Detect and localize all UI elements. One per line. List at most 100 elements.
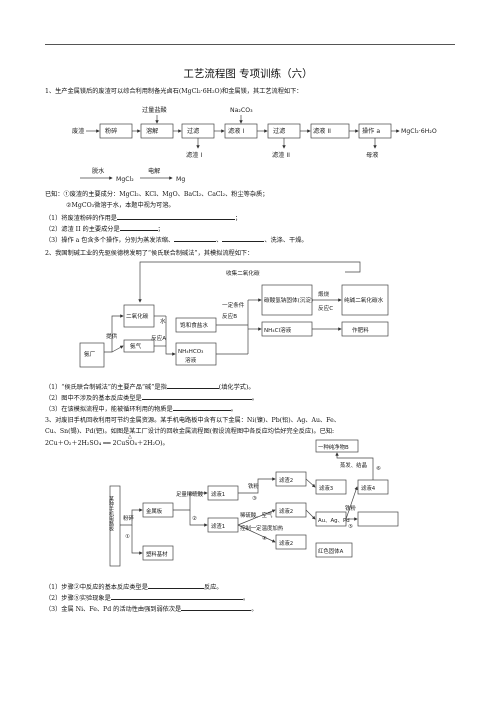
q1-flow-op-a: 操作 a: [362, 127, 380, 135]
q2-flow-co2: 二氧化碳: [126, 312, 149, 320]
q3-flow-filtrate4: 滤液4: [361, 484, 376, 492]
q3-flow-excess-acid: 足量稀硫酸: [176, 490, 204, 498]
q3-flow-evap: 蒸发、结晶: [340, 461, 367, 469]
q2-flow-water: 水: [160, 317, 166, 325]
q1-flow-filter2: 过滤: [273, 127, 285, 135]
q3-sub3-text: （3）金属 Ni、Fe、Pd 的活动性由强到弱依次是: [45, 606, 182, 613]
q3-flow-filtrate1: 滤液1: [211, 490, 225, 498]
q2-sub1: （1）“侯氏联合制碱法”的主要产品“碱”是指(填化学式)。: [45, 382, 255, 392]
q2-flow-reaction-c: 反应C: [318, 304, 333, 312]
q3-flow-crush: 粉碎: [123, 514, 134, 522]
q2-flow-reaction-a: 反应A: [151, 334, 166, 342]
q3-flow-s1: ①: [125, 534, 130, 540]
q2-sub3-blank[interactable]: [172, 404, 231, 411]
q2-flow-nh4hco3: NH₄HCO₃: [178, 349, 203, 355]
q1-sub3: （3）操作 a 包含多个操作，分别为蒸发浓缩、 、 、洗涤、干燥。: [45, 235, 308, 245]
q3-flow-iron2: 铁粉: [345, 504, 356, 512]
q3-flow-red-solid: 红色固体A: [318, 547, 344, 555]
q2-flow-nh3: 氨气: [130, 342, 142, 350]
q3-sub3: （3）金属 Ni、Fe、Pd 的活动性由强到弱依次是。: [45, 604, 258, 613]
q3-flow-residue2: 滤渣2: [279, 476, 293, 484]
q1-sub3-blank2[interactable]: [222, 235, 265, 242]
q3-flow-s3: ③: [252, 496, 257, 502]
q3-sub1-text-b: 反应。: [203, 584, 223, 591]
page-title: 工艺流程图 专项训练（六）: [183, 68, 313, 80]
q3-flow-metal-powder: 金属板: [146, 507, 163, 515]
q1-flow-dissolve: 溶解: [146, 127, 158, 135]
q2-flow-reaction-b: 反应B: [222, 312, 237, 320]
q3-stem2: Cu、Sn(锡)、Pd(钯)。如图是某工厂设计的回收金属流程图(假设流程图中各反…: [45, 428, 335, 435]
q3-flow-s2: ②: [192, 515, 197, 522]
q1-known2: ②MgCO₃微溶于水，本题中视为可溶。: [66, 202, 175, 209]
q2-flow-ammonia-plant: 氨厂: [84, 350, 96, 358]
q1-sub1-blank[interactable]: [117, 213, 235, 220]
q1-sub3-text-b: 、: [216, 237, 223, 244]
q2-flow-recycle: 收集二氧化碳: [226, 269, 260, 277]
q2-flow-calcine: 煅烧: [318, 290, 330, 298]
q2-sub1-blank[interactable]: [166, 382, 219, 389]
q3-flow-au-ag-pd: Au、Ag、Pd: [318, 518, 350, 524]
q1-sub1-text: （1）将废渣粉碎的作用是: [45, 215, 117, 222]
q3-flow-iron: 铁粉: [248, 482, 259, 490]
q2-sub2-blank[interactable]: [141, 393, 252, 400]
q1-flow-dehydrate: 脱水: [92, 167, 105, 175]
q2-flow-nahco3: 碳酸氢钠固体(沉淀): [264, 296, 313, 304]
q2-sub3-text: （3）在该模拟流程中，能被循环利用的物质是: [45, 406, 173, 413]
q1-flow-product: MgCl₂·6H₂O: [401, 128, 437, 135]
q3-sub2-text: （2）步骤⑤实验现象是: [45, 595, 111, 602]
q1-flow-mother: 母液: [366, 151, 378, 159]
q3-flow-residue1: 滤渣1: [211, 522, 225, 530]
q1-flow-filtrate2: 滤液 II: [313, 127, 331, 135]
q1-known1: 已知：①废渣的主要成分：MgCl₂、KCl、MgO、BaCl₂、CaCl₂、粉尘…: [45, 191, 269, 198]
header-rule: [45, 44, 455, 45]
q3-sub2-blank[interactable]: [110, 593, 243, 600]
q3-sub3-blank[interactable]: [181, 604, 252, 611]
q1-sub1: （1）将废渣粉碎的作用是；: [45, 213, 242, 222]
q2-sub2-text: （2）图中不涉及的基本反应类型是: [45, 395, 142, 402]
q1-sub3-text-c: 、洗涤、干燥。: [264, 237, 308, 244]
q3-flow-control: 控制一定温度加热: [240, 524, 284, 532]
q3-flow-s4: ④: [262, 536, 267, 542]
q1-flow-acid: 过量盐酸: [142, 106, 167, 114]
q1-flow-filtrate1: 滤液 I: [228, 127, 244, 135]
q3-flow-pure-b: 一种纯净物B: [318, 443, 349, 451]
q1-flow-electrolysis: 电解: [148, 167, 160, 175]
q3-flow-s6: ⑥: [376, 466, 381, 472]
q2-flow-solution: 溶液: [185, 356, 197, 364]
q2-flow-soda: 纯碱二氧化碳水: [344, 296, 384, 304]
q2-flow-provide: 提供: [106, 332, 118, 340]
q3-flow-plastic: 塑料基材: [146, 550, 168, 558]
q1-flow-residue2: 滤渣 II: [272, 151, 290, 159]
q1-stem: 1、生产金属镁后的废渣可以综合利用制备光卤石(MgCl₂·6H₂O)和金属镁，其…: [45, 88, 303, 95]
q1-flow-crush: 粉碎: [105, 127, 117, 135]
q3-flow-filtrate3: 滤液3: [319, 484, 333, 492]
q1-sub3-text-a: （3）操作 a 包含多个操作，分别为蒸发浓缩、: [45, 237, 175, 244]
q1-flow-filter1: 过滤: [187, 127, 199, 135]
q2-flow-brine: 饱和食盐水: [180, 321, 208, 329]
q3-flow-filtrate2: 滤液2: [279, 507, 293, 515]
q2-sub1-text-b: (填化学式)。: [218, 384, 255, 391]
q1-flow-waste: 废渣: [72, 127, 85, 135]
q1-sub2: （2）滤渣 II 的主要成分是；: [45, 224, 164, 233]
q2-stem: 2、我国制碱工业的先驱侯德榜发明了“侯氏联合制碱法”，其模拟流程如下：: [45, 250, 254, 257]
q1-sub3-blank1[interactable]: [174, 235, 217, 242]
q2-sub3: （3）在该模拟流程中，能被循环利用的物质是。: [45, 404, 237, 413]
q3-flow-residue-extra: 滤液2: [279, 539, 293, 547]
q2-flow-fertilizer: 作肥料: [352, 326, 369, 334]
q3-sub1-blank[interactable]: [147, 582, 204, 589]
q1-flow-mg: Mg: [176, 176, 185, 183]
q1-sub2-text: （2）滤渣 II 的主要成分是: [45, 226, 120, 233]
q1-flow-residue1: 滤渣 I: [186, 151, 202, 159]
q2-flow-nh4cl: NH₄Cl溶液: [264, 326, 292, 334]
q3-sub1: （1）步骤②中反应的基本反应类型是反应。: [45, 582, 223, 592]
q3-equation: 2Cu＋O₂＋2H₂SO₄ ══ 2CuSO₄＋2H₂O)。: [45, 440, 169, 447]
q3-sub2: （2）步骤⑤实验现象是。: [45, 593, 249, 602]
q2-flow-condition: 一定条件: [222, 301, 245, 309]
q2-sub2: （2）图中不涉及的基本反应类型是。: [45, 393, 258, 402]
q3-flow-dilute: 稀硫酸、空气: [240, 511, 273, 519]
q3-stem1: 3、对废旧手机回收利用可节约金属资源。某手机电路板中含有以下金属：Ni(镍)、P…: [45, 417, 340, 424]
q1-flow-na2co3: Na₂CO₃: [230, 107, 253, 114]
q3-delta: △: [128, 434, 132, 440]
q1-sub2-blank[interactable]: [119, 224, 158, 231]
